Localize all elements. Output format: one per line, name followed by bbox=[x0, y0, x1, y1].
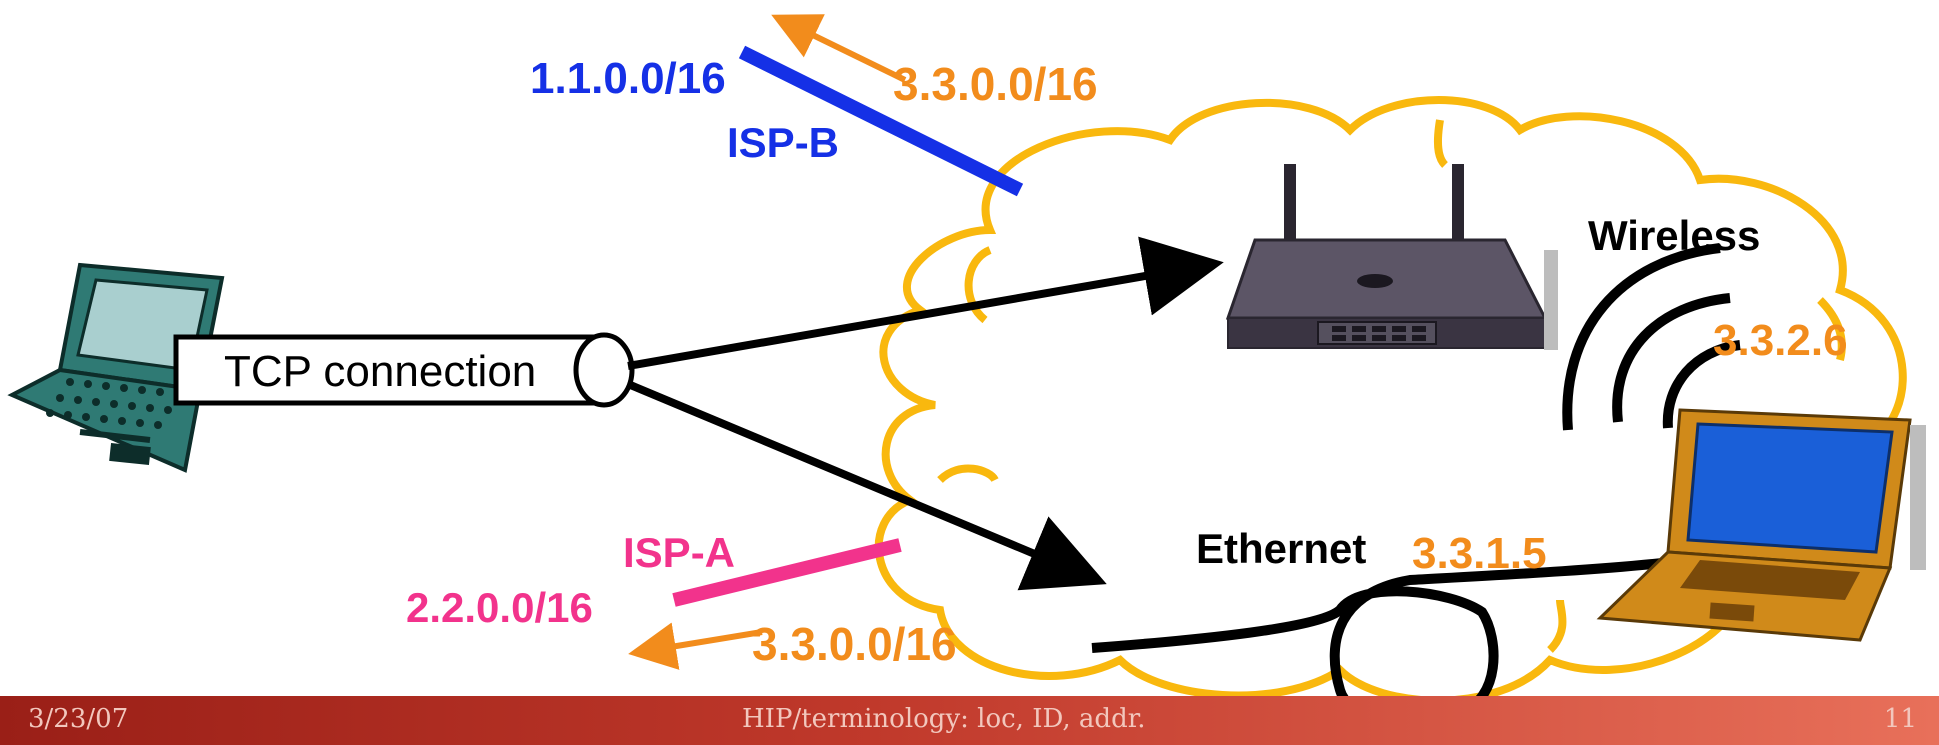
laptop-icon bbox=[1596, 408, 1926, 642]
isp-a-link bbox=[672, 538, 902, 607]
wireless-router-icon bbox=[1225, 164, 1558, 350]
ethernet-address-label: 3.3.1.5 bbox=[1412, 529, 1547, 578]
slide-footer: 3/23/07 HIP/terminology: loc, ID, addr. … bbox=[0, 696, 1939, 745]
arrow-to-router bbox=[627, 236, 1224, 370]
isp-b-announce-arrow bbox=[771, 14, 907, 83]
footer-page-number: 11 bbox=[1883, 704, 1917, 734]
tcp-connection-label: TCP connection bbox=[224, 347, 536, 396]
isp-b-announce-prefix-label: 3.3.0.0/16 bbox=[893, 58, 1098, 110]
isp-a-label: ISP-A bbox=[623, 529, 735, 576]
wireless-label: Wireless bbox=[1588, 212, 1760, 259]
cloud-inner-arcs bbox=[937, 119, 1846, 653]
wireless-signal-icon bbox=[1562, 243, 1741, 431]
ethernet-label: Ethernet bbox=[1196, 525, 1366, 572]
footer-date: 3/23/07 bbox=[28, 704, 129, 734]
isp-b-link bbox=[738, 45, 1024, 197]
tcp-connection-pipe bbox=[173, 332, 635, 408]
isp-a-announce-arrow bbox=[628, 622, 763, 670]
isp-b-label: ISP-B bbox=[727, 119, 839, 166]
footer-title: HIP/terminology: loc, ID, addr. bbox=[742, 704, 1146, 734]
wireless-address-label: 3.3.2.6 bbox=[1713, 316, 1848, 365]
isp-b-prefix-label: 1.1.0.0/16 bbox=[530, 54, 726, 103]
isp-a-announce-prefix-label: 3.3.0.0/16 bbox=[752, 618, 957, 670]
ethernet-cable bbox=[1091, 557, 1673, 696]
network-diagram: 1.1.0.0/16 ISP-B 3.3.0.0/16 TCP connecti… bbox=[7, 14, 1926, 696]
arrow-to-ethernet bbox=[626, 380, 1107, 591]
isp-a-prefix-label: 2.2.0.0/16 bbox=[406, 584, 593, 631]
